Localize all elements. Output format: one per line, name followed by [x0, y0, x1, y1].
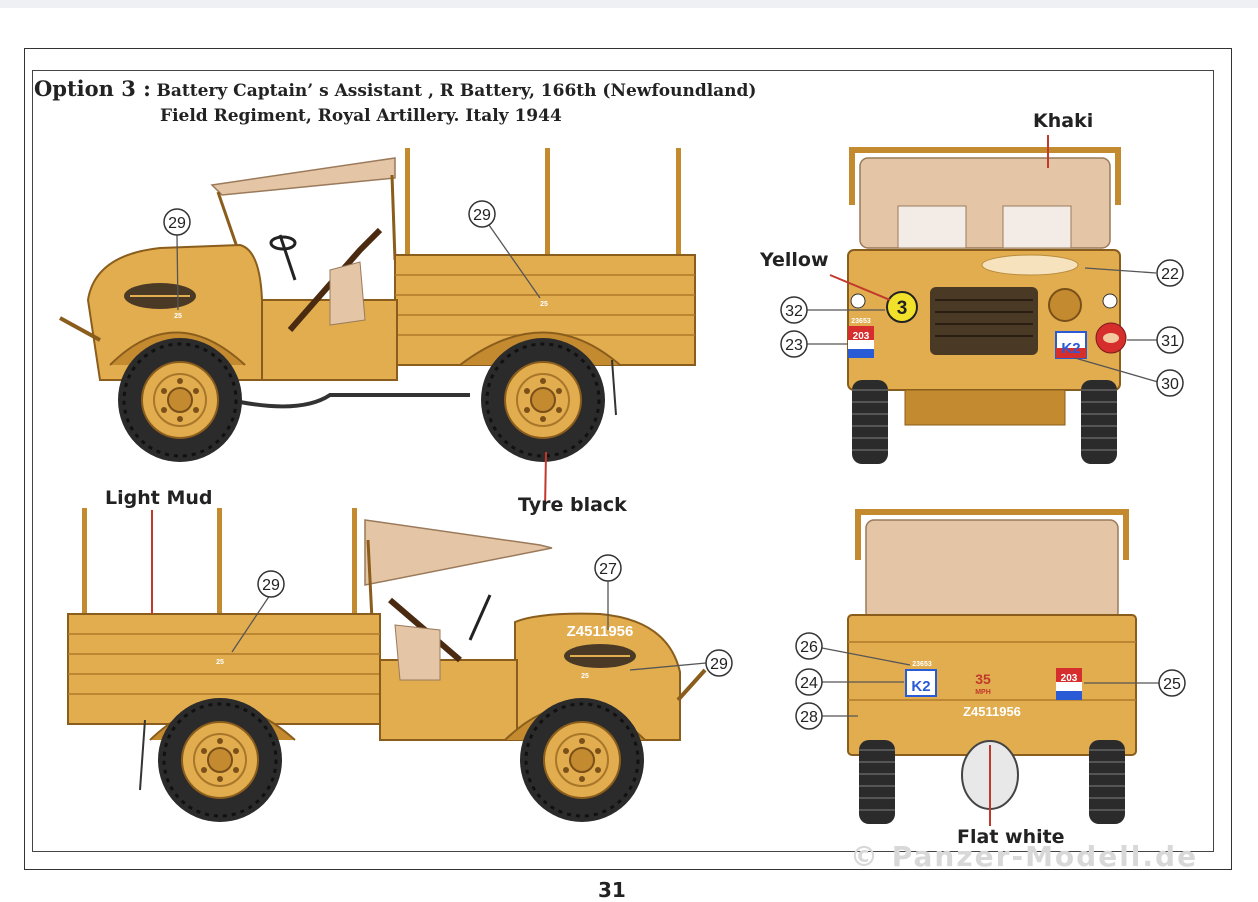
- hood-body-number-bottom: 25: [581, 673, 589, 680]
- page-number: 31: [598, 878, 626, 902]
- rear-view: [847, 509, 1137, 825]
- page-frame: [24, 48, 1232, 870]
- callout-circles: [163, 200, 1186, 730]
- callout-24: 24: [800, 675, 818, 692]
- callout-30: 30: [1161, 376, 1179, 393]
- leader-lines: [151, 135, 1160, 826]
- callout-29-bottom-bed: 29: [262, 577, 280, 594]
- callout-27: 27: [599, 561, 617, 578]
- top-stripe: [0, 0, 1258, 8]
- plate-frame: [32, 70, 1214, 852]
- front-small-code: 23653: [851, 318, 871, 325]
- front-tac-sign: K2: [1061, 340, 1080, 357]
- rear-tac-sign: K2: [911, 678, 930, 695]
- label-light-mud: Light Mud: [105, 487, 213, 509]
- rear-serial: Z4511956: [963, 704, 1021, 719]
- rear-unit-number: 203: [1061, 673, 1078, 684]
- side-view-left-facing: [59, 148, 696, 464]
- callout-25: 25: [1163, 676, 1181, 693]
- callout-26: 26: [800, 639, 818, 656]
- callout-22: 22: [1161, 266, 1179, 283]
- hood-serial: Z4511956: [567, 623, 634, 640]
- title-line-1: Battery Captain’ s Assistant , R Battery…: [156, 81, 757, 101]
- option-title: Option 3 : Battery Captain’ s Assistant …: [34, 76, 757, 126]
- option-label: Option 3 :: [34, 76, 151, 101]
- callout-32: 32: [785, 303, 803, 320]
- callout-29-bottom-hood: 29: [710, 656, 728, 673]
- label-flat-white: Flat white: [957, 826, 1065, 848]
- front-view: [847, 147, 1127, 465]
- bed-body-number-bottom: 25: [216, 659, 224, 666]
- watermark: © Panzer-Modell.de: [850, 840, 1199, 873]
- side-view-right-facing: [67, 508, 707, 824]
- label-khaki: Khaki: [1033, 110, 1094, 132]
- label-yellow: Yellow: [760, 249, 829, 271]
- label-tyre-black: Tyre black: [518, 494, 627, 516]
- front-unit-number: 203: [853, 331, 870, 342]
- callout-29-top-left: 29: [168, 215, 186, 232]
- rear-speed: 35: [975, 671, 991, 687]
- bed-body-number-top: 25: [540, 301, 548, 308]
- rear-small-code: 23653: [912, 661, 932, 668]
- rear-speed-unit: MPH: [975, 689, 991, 696]
- hood-body-number-top: 25: [174, 313, 182, 320]
- callout-23: 23: [785, 337, 803, 354]
- bridge-circle-number: 3: [897, 298, 908, 319]
- callout-31: 31: [1161, 333, 1179, 350]
- title-line-2: Field Regiment, Royal Artillery. Italy 1…: [160, 106, 562, 126]
- callout-29-top-bed: 29: [473, 207, 491, 224]
- callout-28: 28: [800, 709, 818, 726]
